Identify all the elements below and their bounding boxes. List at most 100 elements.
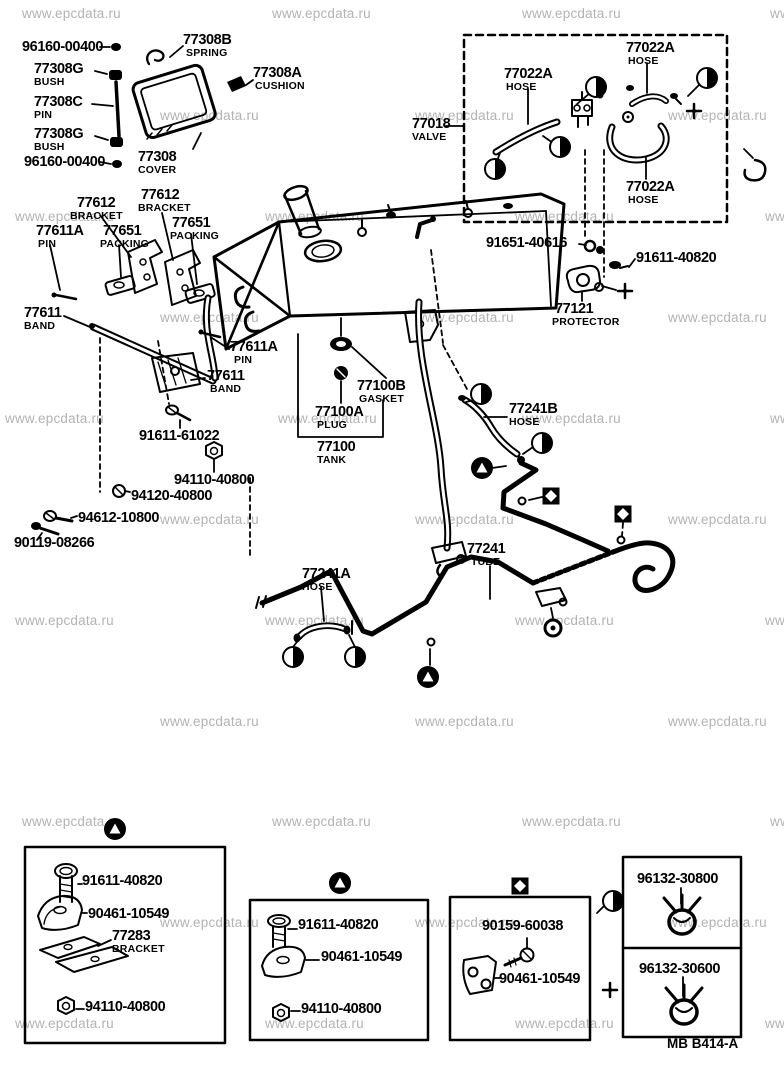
watermark-text: www.epcdata.ru: [22, 814, 121, 829]
part-number-label: 77283: [112, 928, 151, 944]
fuel-tank-body-drawing: [212, 184, 566, 351]
part-desc-label: PIN: [34, 109, 53, 121]
part-desc-label: HOSE: [628, 194, 659, 206]
part-number-label: 90461-10549: [88, 906, 170, 922]
part-number-label: 96132-30800: [637, 871, 719, 887]
clamp-marker-icon: [585, 76, 607, 98]
part-number-label: 77651: [103, 223, 142, 239]
part-number-label: 94612-10800: [78, 510, 160, 526]
tank-band-bracket-drawing: [51, 239, 467, 579]
watermark-text: www.epcdata.ru: [272, 6, 371, 21]
part-desc-label: BAND: [210, 383, 242, 395]
part-desc-label: BUSH: [34, 141, 65, 153]
cross-marker-icon: [601, 981, 619, 999]
part-number-label: 91611-61022: [139, 428, 220, 444]
cross-marker-icon: [685, 102, 703, 120]
watermark-text: www.epcdata.ru: [765, 613, 784, 628]
watermark-text: www.epcdata.ru: [15, 613, 114, 628]
diamond-marker-icon: [511, 877, 529, 895]
drain-plug-gasket-drawing: [297, 317, 384, 438]
watermark-text: www.epcdata.ru: [22, 6, 121, 21]
part-number-label: 77308G: [34, 126, 84, 142]
part-desc-label: HOSE: [506, 81, 537, 93]
watermark-text: www.epcdata.ru: [668, 512, 767, 527]
part-number-label: 77022A: [626, 179, 675, 195]
part-desc-label: HOSE: [302, 581, 333, 593]
part-desc-label: PACKING: [100, 238, 150, 250]
part-number-label: 96160-00400: [22, 39, 104, 55]
watermark-text: www.epcdata.ru: [668, 714, 767, 729]
cross-marker-icon: [616, 282, 634, 300]
part-number-label: 77612: [77, 195, 116, 211]
clamp-marker-icon: [344, 646, 366, 668]
part-number-label: 77022A: [626, 40, 675, 56]
sheet-code-label: MB B414-A: [667, 1036, 739, 1051]
clamp-marker-icon: [484, 158, 506, 180]
watermark-text: www.epcdata.ru: [770, 6, 784, 21]
triangle-marker-icon: [329, 872, 351, 894]
clamp-marker-icon: [696, 67, 718, 89]
part-number-label: 77308C: [34, 94, 83, 110]
watermark-text: www.epcdata.ru: [5, 411, 104, 426]
part-number-label: 96132-30600: [639, 961, 721, 977]
part-number-label: 90461-10549: [321, 949, 403, 965]
part-number-label: 94110-40800: [174, 472, 255, 488]
watermark-text: www.epcdata.ru: [415, 915, 514, 930]
part-desc-label: HOSE: [509, 416, 540, 428]
fastener-parts-drawing: [31, 404, 223, 536]
clamp-marker-icon: [470, 383, 492, 405]
part-desc-label: TANK: [317, 454, 347, 466]
clamp-marker-icon: [282, 646, 304, 668]
watermark-text: www.epcdata.ru: [278, 411, 377, 426]
part-number-label: 77022A: [504, 66, 553, 82]
part-number-label: 77308G: [34, 61, 84, 77]
part-number-label: 91651-40616: [486, 235, 568, 251]
part-number-label: 77308A: [253, 65, 302, 81]
watermark-text: www.epcdata.ru: [160, 714, 259, 729]
part-number-label: 77308: [138, 149, 177, 165]
fuel-tube-hose-drawing: [255, 395, 676, 647]
part-number-label: 77611A: [36, 223, 84, 239]
part-number-label: 77100B: [357, 378, 406, 394]
part-number-label: 90119-08266: [14, 535, 95, 551]
watermark-text: www.epcdata.ru: [765, 209, 784, 224]
part-number-label: 77651: [172, 215, 211, 231]
part-desc-label: VALVE: [412, 131, 447, 143]
watermark-text: www.epcdata.ru: [668, 310, 767, 325]
diamond-marker-icon: [542, 487, 560, 505]
part-number-label: 77611A: [230, 339, 278, 355]
part-number-label: 77612: [141, 187, 180, 203]
part-desc-label: PLUG: [317, 419, 347, 431]
tank-protector-drawing: [565, 158, 767, 294]
part-number-label: 77100A: [315, 404, 364, 420]
assembly-marker-icons: [104, 67, 718, 999]
watermark-text: www.epcdata.ru: [272, 814, 371, 829]
part-desc-label: TUBE: [471, 556, 501, 568]
part-number-label: 77100: [317, 439, 356, 455]
part-desc-label: COVER: [138, 164, 177, 176]
part-number-label: 94110-40800: [301, 1001, 382, 1017]
hose-clamp-icon: [662, 893, 702, 936]
clamp-marker-icon: [531, 432, 553, 454]
dashed-leader-lines: [99, 149, 624, 557]
part-number-label: 90461-10549: [499, 971, 581, 987]
clamp-marker-icon: [602, 890, 624, 912]
part-number-label: 94120-40800: [131, 488, 213, 504]
part-desc-label: BRACKET: [112, 943, 165, 955]
part-number-label: 77241B: [509, 401, 558, 417]
part-desc-label: PACKING: [170, 230, 220, 242]
watermark-text: www.epcdata.ru: [415, 512, 514, 527]
legend-boxes: [23, 845, 743, 1045]
part-number-label: 90159-60038: [482, 918, 564, 934]
watermark-text: www.epcdata.ru: [15, 1016, 114, 1031]
part-desc-label: PIN: [38, 238, 57, 250]
part-desc-label: BRACKET: [70, 210, 123, 222]
leader-lines: [36, 45, 754, 1012]
part-number-label: 77121: [555, 301, 594, 317]
grommet-marker-icon: [543, 618, 563, 638]
watermark-text: www.epcdata.ru: [765, 1016, 784, 1031]
clamp-marker-icon: [549, 136, 571, 158]
